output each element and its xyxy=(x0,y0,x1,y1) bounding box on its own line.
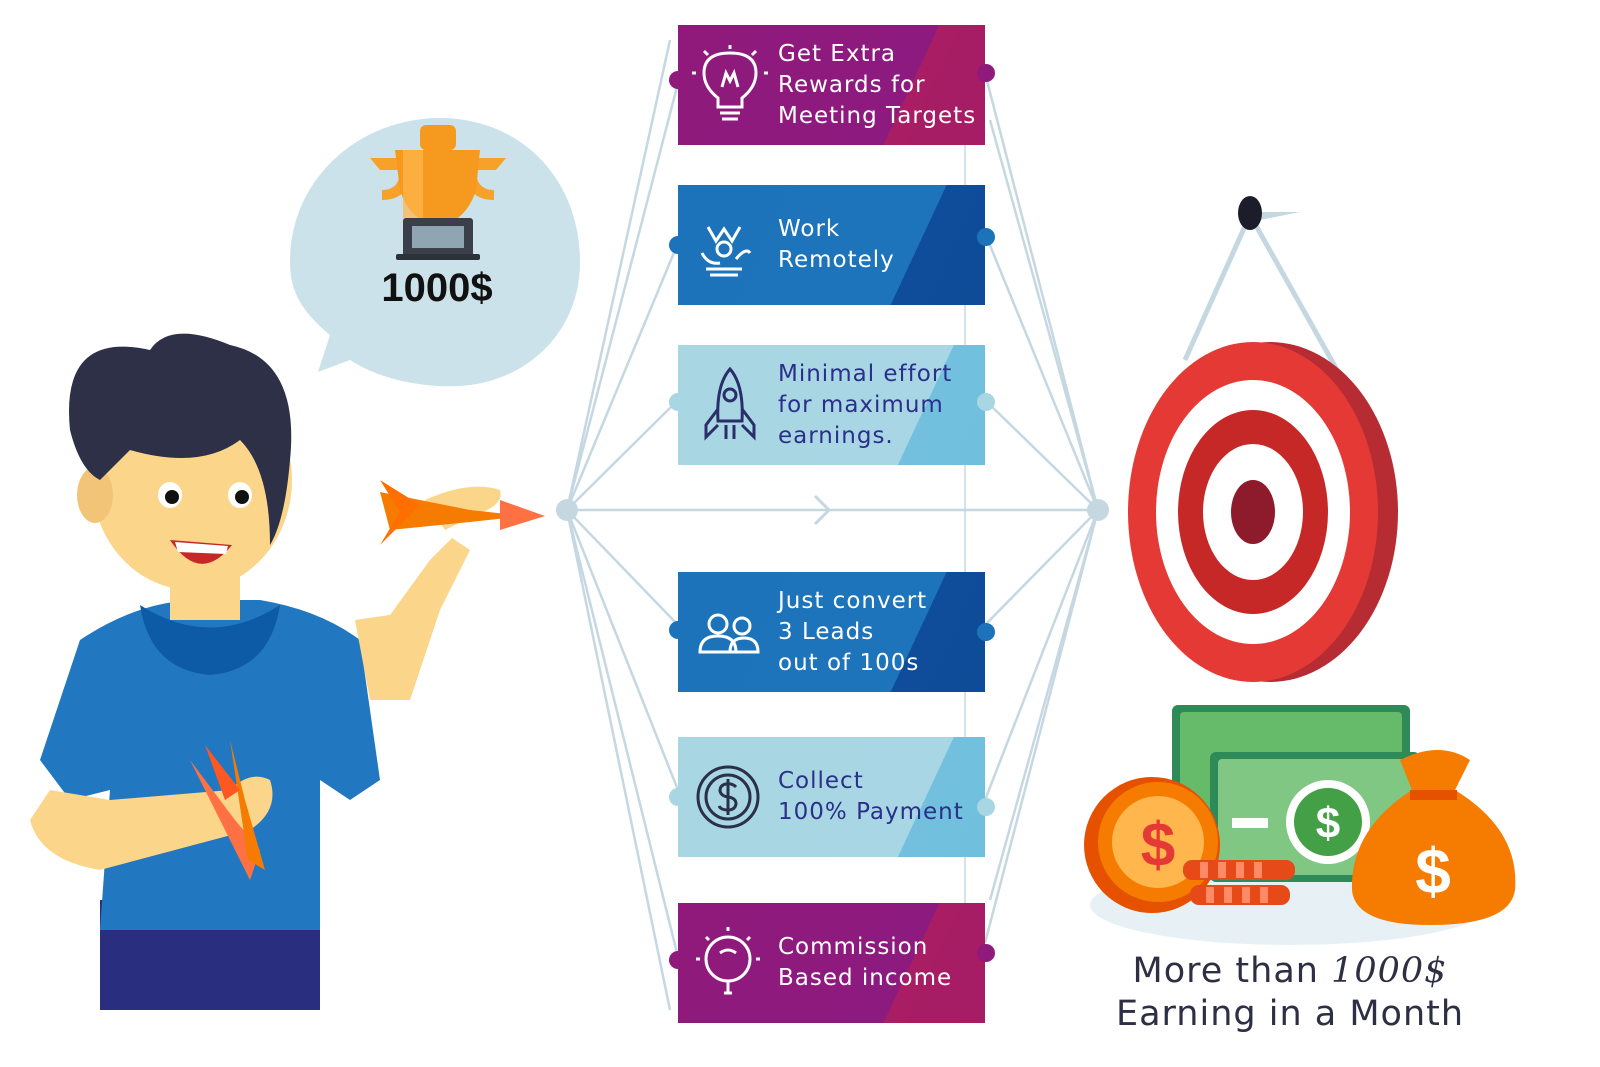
rocket-icon xyxy=(704,366,756,441)
card-leads-line-3: out of 100s xyxy=(778,649,920,676)
card-rewards-line-2: Rewards for xyxy=(778,71,926,98)
card-effort-line-1: Minimal effort xyxy=(778,360,953,387)
card-rewards: Get Extra Rewards for Meeting Targets xyxy=(678,25,985,145)
caption-prefix: More than xyxy=(1132,951,1319,991)
users-icon xyxy=(698,613,760,654)
card-remote: Work Remotely xyxy=(678,185,985,305)
dollar-coin-icon xyxy=(696,765,760,829)
card-commission: Commission Based income xyxy=(678,903,985,1023)
earning-caption: More than 1000$ Earning in a Month xyxy=(1090,950,1490,1036)
card-commission-line-1: Commission xyxy=(778,934,929,960)
caption-line2: Earning in a Month xyxy=(1115,994,1465,1034)
caption-amount: 1000$ xyxy=(1331,951,1448,991)
svg-text:$: $ xyxy=(1316,799,1340,848)
card-remote-line-1: Work xyxy=(778,216,841,242)
card-payment-line-2: 100% Payment xyxy=(778,799,964,825)
card-payment: Collect 100% Payment xyxy=(678,737,985,857)
svg-text:$: $ xyxy=(1415,835,1451,907)
trophy-icon xyxy=(370,125,506,260)
card-rewards-line-1: Get Extra xyxy=(778,40,897,67)
card-leads-line-2: 3 Leads xyxy=(778,618,875,645)
card-remote-line-2: Remotely xyxy=(778,247,895,273)
svg-text:$: $ xyxy=(1141,811,1175,880)
dart-icon xyxy=(380,480,545,545)
card-effort-line-3: earnings. xyxy=(778,422,894,449)
card-effort-line-2: for maximum xyxy=(778,391,944,418)
card-effort: Minimal effort for maximum earnings. xyxy=(678,345,985,465)
remote-work-icon xyxy=(700,226,752,277)
card-payment-line-1: Collect xyxy=(778,768,864,794)
card-rewards-line-3: Meeting Targets xyxy=(778,102,977,129)
trophy-amount: 1000$ xyxy=(381,266,493,310)
card-leads: Just convert 3 Leads out of 100s xyxy=(678,572,985,692)
card-leads-line-1: Just convert xyxy=(778,587,928,614)
card-commission-line-2: Based income xyxy=(778,965,953,991)
idea-icon xyxy=(696,927,760,995)
darts-bundle-icon xyxy=(190,740,265,880)
lightbulb-icon xyxy=(692,45,768,121)
